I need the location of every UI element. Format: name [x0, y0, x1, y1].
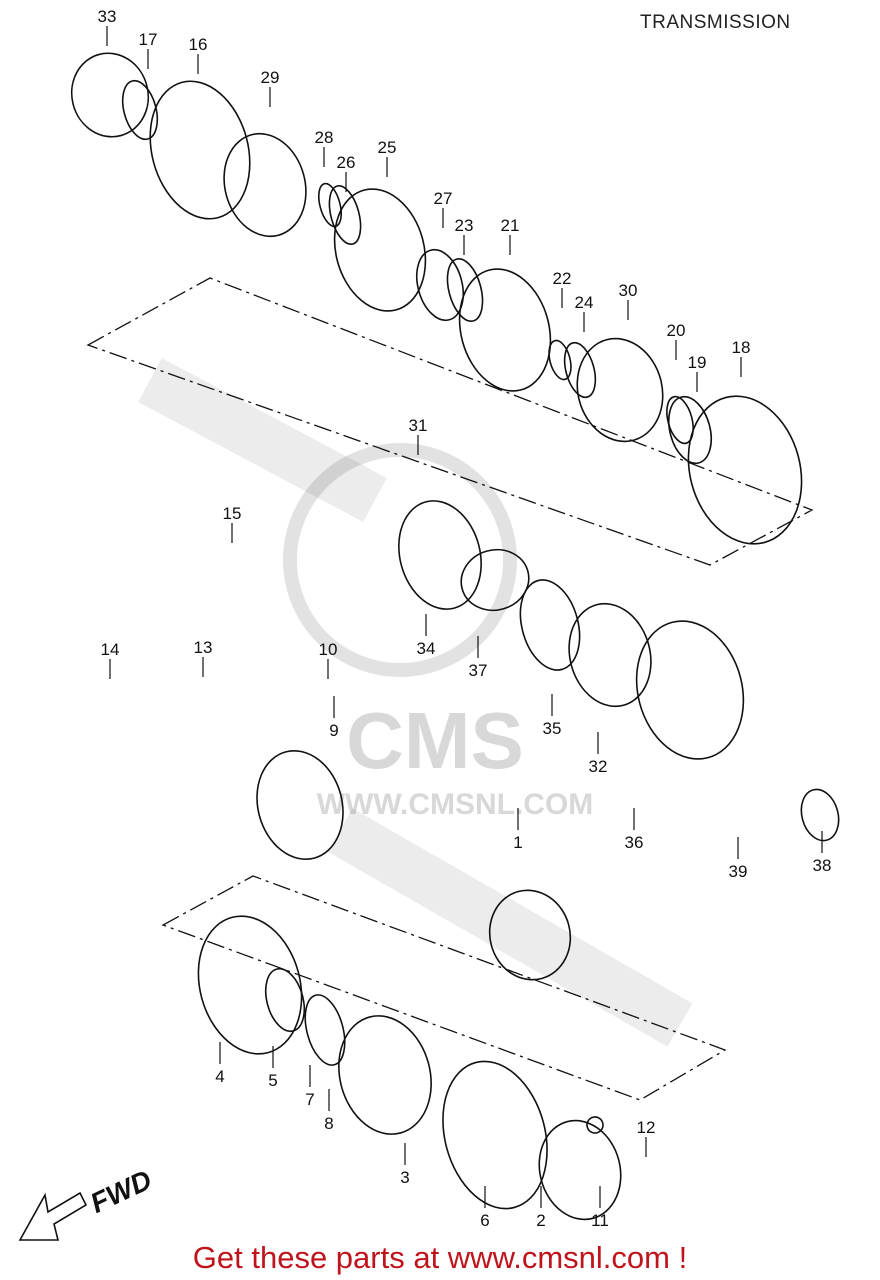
- part-label-18[interactable]: 18: [732, 338, 751, 357]
- part-shape: [586, 1116, 604, 1134]
- part-label-14[interactable]: 14: [101, 640, 120, 659]
- part-shape: [446, 258, 484, 322]
- part-shape: [328, 184, 362, 246]
- part-shape: [264, 967, 306, 1033]
- part-shape: [488, 889, 572, 981]
- part-label-13[interactable]: 13: [194, 638, 213, 657]
- part-label-5[interactable]: 5: [268, 1071, 277, 1090]
- part-label-27[interactable]: 27: [434, 189, 453, 208]
- part-label-35[interactable]: 35: [543, 719, 562, 738]
- part-shape: [635, 620, 745, 760]
- part-label-3[interactable]: 3: [400, 1168, 409, 1187]
- part-shape: [197, 915, 303, 1055]
- part-shape: [800, 788, 840, 842]
- part-shape: [563, 341, 597, 399]
- part-shape: [687, 395, 803, 545]
- part-label-6[interactable]: 6: [480, 1211, 489, 1230]
- part-shape: [548, 339, 572, 381]
- part-shape: [304, 994, 346, 1066]
- part-shape: [666, 395, 694, 445]
- part-label-38[interactable]: 38: [813, 856, 832, 875]
- part-label-8[interactable]: 8: [324, 1114, 333, 1133]
- part-label-1[interactable]: 1: [513, 833, 522, 852]
- part-shape: [538, 1119, 622, 1221]
- part-label-31[interactable]: 31: [409, 416, 428, 435]
- part-label-22[interactable]: 22: [553, 269, 572, 288]
- fwd-arrow-icon: [18, 1191, 88, 1241]
- parts-drawing: [70, 52, 840, 1221]
- part-label-2[interactable]: 2: [536, 1211, 545, 1230]
- part-shape: [442, 1060, 548, 1210]
- part-shape: [398, 500, 482, 610]
- part-label-37[interactable]: 37: [469, 661, 488, 680]
- part-label-34[interactable]: 34: [417, 639, 436, 658]
- part-label-9[interactable]: 9: [329, 721, 338, 740]
- part-label-10[interactable]: 10: [319, 640, 338, 659]
- part-label-24[interactable]: 24: [575, 293, 594, 312]
- driveshaft-shape: [327, 808, 693, 1047]
- part-label-12[interactable]: 12: [637, 1118, 656, 1137]
- watermark-logo: CMS: [346, 696, 524, 785]
- part-shape: [333, 188, 427, 312]
- countershaft-group-outline: [86, 277, 814, 566]
- part-shape: [338, 1015, 432, 1135]
- part-shape: [568, 602, 652, 708]
- part-shape: [256, 749, 344, 861]
- part-label-30[interactable]: 30: [619, 281, 638, 300]
- part-label-36[interactable]: 36: [625, 833, 644, 852]
- part-shape: [415, 248, 465, 322]
- part-label-32[interactable]: 32: [589, 757, 608, 776]
- part-label-21[interactable]: 21: [501, 216, 520, 235]
- leader-lines: [106, 26, 823, 1208]
- part-label-25[interactable]: 25: [378, 138, 397, 157]
- part-shape: [223, 132, 307, 238]
- part-label-29[interactable]: 29: [261, 68, 280, 87]
- part-label-11[interactable]: 11: [591, 1211, 609, 1230]
- diagram-title: TRANSMISSION: [640, 12, 791, 33]
- watermark-url: WWW.CMSNL.COM: [317, 788, 594, 821]
- part-label-28[interactable]: 28: [315, 128, 334, 147]
- part-label-23[interactable]: 23: [455, 216, 474, 235]
- part-label-39[interactable]: 39: [729, 862, 748, 881]
- part-shape: [149, 80, 251, 220]
- part-shape: [667, 395, 713, 465]
- part-label-7[interactable]: 7: [305, 1090, 314, 1109]
- part-shape: [576, 337, 664, 443]
- part-shape: [460, 548, 530, 612]
- part-label-19[interactable]: 19: [688, 353, 707, 372]
- part-label-20[interactable]: 20: [667, 321, 686, 340]
- part-shape: [458, 268, 552, 392]
- part-label-16[interactable]: 16: [189, 35, 208, 54]
- footer-link[interactable]: Get these parts at www.cmsnl.com !: [192, 1240, 688, 1275]
- part-label-15[interactable]: 15: [223, 504, 242, 523]
- fwd-arrow: FWD: [18, 1164, 157, 1241]
- part-label-17[interactable]: 17: [139, 30, 158, 49]
- part-label-26[interactable]: 26: [337, 153, 356, 172]
- countershaft-shape: [138, 357, 387, 523]
- part-label-33[interactable]: 33: [98, 7, 117, 26]
- driveshaft-group-outline: [161, 875, 727, 1101]
- part-shape: [70, 52, 150, 138]
- watermark: CMS WWW.CMSNL.COM: [283, 443, 594, 821]
- fwd-label: FWD: [86, 1164, 157, 1219]
- part-label-4[interactable]: 4: [215, 1067, 224, 1086]
- part-shape: [519, 579, 581, 671]
- part-shape: [121, 79, 159, 141]
